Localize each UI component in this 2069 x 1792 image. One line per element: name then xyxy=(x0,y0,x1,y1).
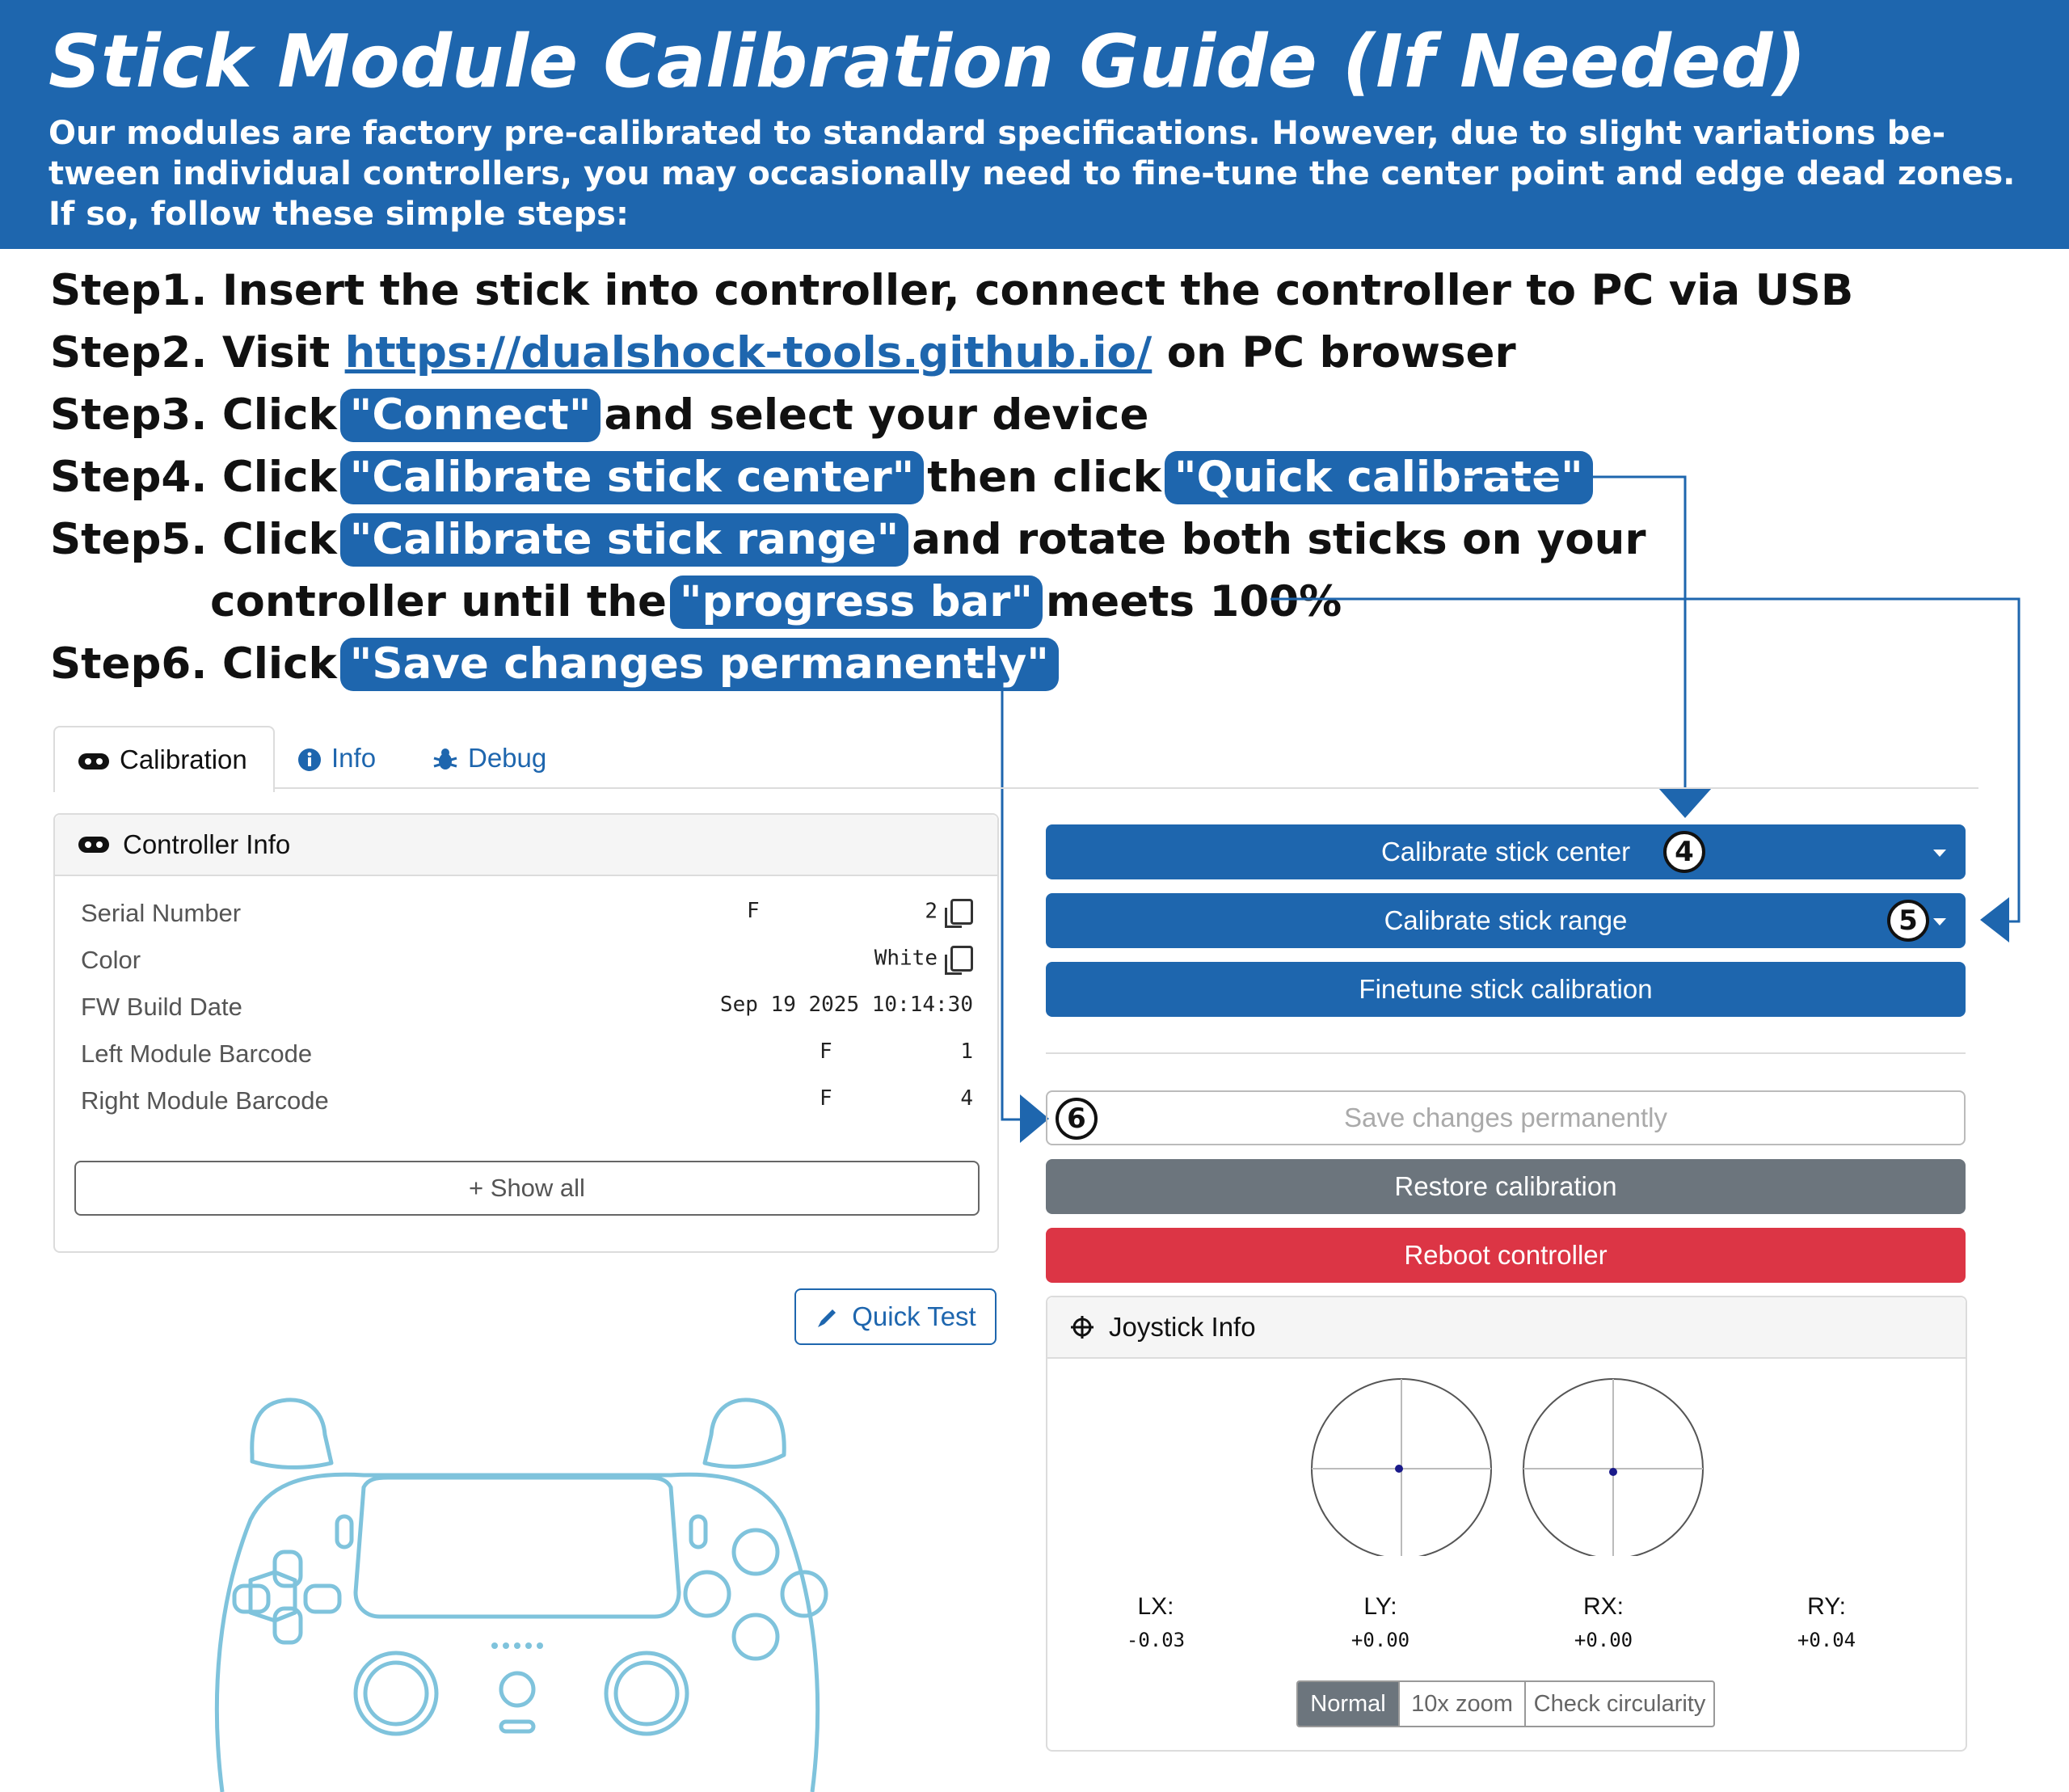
arrowhead-4 xyxy=(1658,788,1712,818)
save-changes-permanently-button[interactable]: Save changes permanently xyxy=(1046,1090,1966,1145)
progress-bar-pill: "progress bar" xyxy=(669,576,1043,629)
arrowhead-6 xyxy=(1020,1094,1049,1143)
arrow-line-6 xyxy=(968,665,1022,1121)
ry-label: RY: xyxy=(1807,1593,1846,1620)
left-stick-plot xyxy=(1311,1378,1492,1556)
finetune-stick-calibration-button[interactable]: Finetune stick calibration xyxy=(1046,962,1966,1017)
step-4-mid: then click xyxy=(927,453,1161,502)
quick-test-button[interactable]: Quick Test xyxy=(794,1288,997,1345)
rx-label: RX: xyxy=(1582,1593,1624,1620)
lx-value: -0.03 xyxy=(1126,1629,1186,1651)
left-stick-dot xyxy=(1395,1465,1403,1473)
info-icon xyxy=(298,748,321,772)
tab-calibration[interactable]: Calibration xyxy=(53,726,275,792)
step-5-label: Step5. Click xyxy=(50,515,337,564)
calibrate-stick-center-button[interactable]: Calibrate stick center xyxy=(1046,824,1966,879)
connect-pill: "Connect" xyxy=(339,389,601,442)
joystick-info-card: Joystick Info LX: -0.03 LY: +0.00 RX: +0… xyxy=(1046,1296,1967,1752)
bug-icon xyxy=(433,748,457,770)
controller-illustration xyxy=(214,1398,828,1792)
calibrate-center-pill: "Calibrate stick center" xyxy=(339,451,925,504)
crosshair-icon xyxy=(1071,1316,1093,1339)
controller-info-title: Controller Info xyxy=(123,829,291,859)
step-4-label: Step4. Click xyxy=(50,453,337,502)
step-2: Step2. Visit https://dualshock-tools.git… xyxy=(50,325,1516,382)
joystick-info-header: Joystick Info xyxy=(1047,1297,1966,1359)
step-3: Step3. Click"Connect"and select your dev… xyxy=(50,387,1148,444)
right-stick-dot xyxy=(1609,1468,1617,1476)
step-3-suffix: and select your device xyxy=(604,390,1149,440)
row-fw-build-date: FW Build Date Sep 19 2025 10:14:30 xyxy=(81,993,973,1021)
divider xyxy=(1046,1052,1966,1054)
joystick-info-title: Joystick Info xyxy=(1109,1312,1256,1342)
stick-plots xyxy=(1311,1378,1704,1556)
row-left-module-barcode: Left Module Barcode F 1 xyxy=(81,1039,973,1068)
mode-check-circularity-button[interactable]: Check circularity xyxy=(1533,1691,1706,1717)
chevron-down-icon[interactable] xyxy=(1933,918,1946,926)
row-serial-number: Serial Number F 2 xyxy=(81,891,973,938)
reboot-controller-button[interactable]: Reboot controller xyxy=(1046,1228,1966,1283)
controller-info-header: Controller Info xyxy=(55,815,997,876)
intro-text: Our modules are factory pre-calibrated t… xyxy=(48,115,2016,233)
tab-debug[interactable]: Debug xyxy=(432,726,546,791)
arrow-line-5 xyxy=(1270,597,2021,923)
row-right-module-barcode: Right Module Barcode F 4 xyxy=(81,1086,973,1115)
show-all-button[interactable]: + Show all xyxy=(74,1161,980,1216)
step-6-label: Step6. Click xyxy=(50,639,337,689)
page-title: Stick Module Calibration Guide (If Neede… xyxy=(48,19,1806,104)
rx-value: +0.00 xyxy=(1574,1629,1633,1651)
calibrate-stick-range-button[interactable]: Calibrate stick range xyxy=(1046,893,1966,948)
copy-icon[interactable] xyxy=(945,946,973,975)
right-stick-plot xyxy=(1523,1378,1704,1556)
row-color: Color White xyxy=(81,938,973,985)
step-5-continued: controller until the"progress bar"meets … xyxy=(210,574,1342,630)
step-6: Step6. Click"Save changes permanently" xyxy=(50,636,1062,693)
arrowhead-5 xyxy=(1980,897,2009,942)
step-5-marker: 5 xyxy=(1887,900,1929,942)
arrow-line-4 xyxy=(1459,475,1687,788)
step-1: Step1. Insert the stick into controller,… xyxy=(50,263,1853,319)
step-2-label: Step2. Visit xyxy=(50,328,331,377)
ly-label: LY: xyxy=(1363,1593,1397,1620)
step-6-marker: 6 xyxy=(1056,1098,1098,1140)
ly-value: +0.00 xyxy=(1351,1629,1410,1651)
step-3-label: Step3. Click xyxy=(50,390,337,440)
step-2-suffix: on PC browser xyxy=(1166,328,1516,377)
step-5-suffix: and rotate both sticks on your xyxy=(912,515,1646,564)
save-permanently-pill: "Save changes permanently" xyxy=(339,638,1059,691)
ry-value: +0.04 xyxy=(1797,1629,1856,1651)
pencil-icon xyxy=(818,1309,836,1328)
view-mode-group: Normal 10x zoom Check circularity xyxy=(1296,1680,1715,1727)
step-4: Step4. Click"Calibrate stick center"then… xyxy=(50,449,1596,506)
dualshock-tools-link[interactable]: https://dualshock-tools.github.io/ xyxy=(344,328,1152,377)
tab-info[interactable]: Info xyxy=(297,726,376,791)
restore-calibration-button[interactable]: Restore calibration xyxy=(1046,1159,1966,1214)
calibrate-range-pill: "Calibrate stick range" xyxy=(339,513,909,567)
lx-label: LX: xyxy=(1137,1593,1174,1620)
step-5: Step5. Click"Calibrate stick range"and r… xyxy=(50,512,1646,568)
chevron-down-icon[interactable] xyxy=(1933,850,1946,857)
copy-icon[interactable] xyxy=(945,899,973,928)
step-4-marker: 4 xyxy=(1663,831,1705,873)
gamepad-icon xyxy=(78,837,109,853)
mode-10x-zoom-button[interactable]: 10x zoom xyxy=(1400,1682,1526,1726)
step-5b-text: controller until the xyxy=(210,577,667,626)
controller-info-card: Controller Info Serial Number F 2 Color … xyxy=(53,813,999,1253)
header-banner xyxy=(0,0,2069,249)
mode-normal-button[interactable]: Normal xyxy=(1298,1682,1400,1726)
step-5b-suffix: meets 100% xyxy=(1046,577,1342,626)
gamepad-icon xyxy=(78,753,109,770)
step-1-text: Step1. Insert the stick into controller,… xyxy=(50,266,1854,315)
